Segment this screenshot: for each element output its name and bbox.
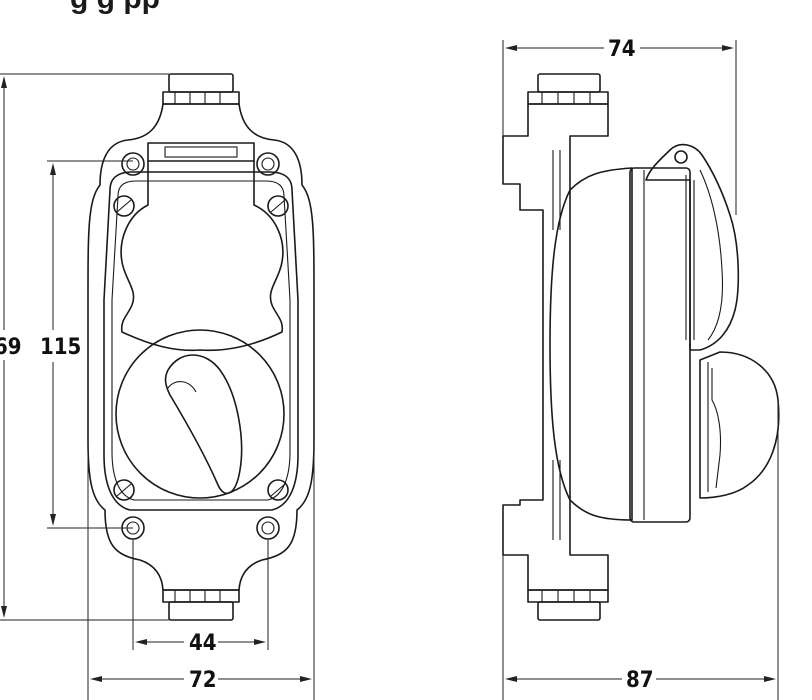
dim-fixing-width: 44 [132, 540, 269, 656]
top-gland [162, 73, 240, 105]
dim-label-overall-width: 72 [189, 668, 217, 693]
side-body-column [502, 103, 609, 591]
switch-knob [164, 354, 243, 495]
bottom-gland [162, 589, 240, 621]
side-housing [549, 167, 633, 521]
side-switch-knob [699, 351, 780, 499]
dim-label-fixing-height: 115 [40, 335, 81, 360]
front-view [87, 73, 315, 621]
dim-side-depth: 87 [502, 400, 779, 700]
screw-bottom-right [256, 516, 280, 540]
side-lid-hinge-pin [674, 150, 688, 164]
switch-dial [115, 329, 285, 499]
lid-hinge [147, 142, 255, 162]
dim-side-height-width: 74 [502, 37, 737, 215]
dim-label-side-width: 74 [608, 37, 636, 62]
screw-lower-right [267, 479, 289, 501]
screw-lower-left [113, 479, 135, 501]
cropped-title: g g pp [70, 0, 160, 15]
inner-frame [103, 171, 299, 511]
dim-label-fixing-width: 44 [189, 631, 217, 656]
screw-upper-left [113, 195, 135, 217]
screw-top-right [256, 152, 280, 176]
dim-overall-height: 69 [0, 73, 169, 621]
screw-upper-right [267, 195, 289, 217]
side-view [502, 73, 780, 621]
dim-fixing-height: 115 [40, 160, 133, 529]
side-lid [645, 143, 740, 351]
dim-overall-width: 72 [87, 440, 315, 700]
housing-outline [87, 103, 315, 591]
screw-top-left [121, 152, 145, 176]
dim-label-overall-height: 69 [0, 335, 22, 360]
socket-lid [120, 160, 284, 352]
dim-label-side-depth: 87 [626, 668, 654, 693]
side-cover-plate [629, 167, 691, 523]
